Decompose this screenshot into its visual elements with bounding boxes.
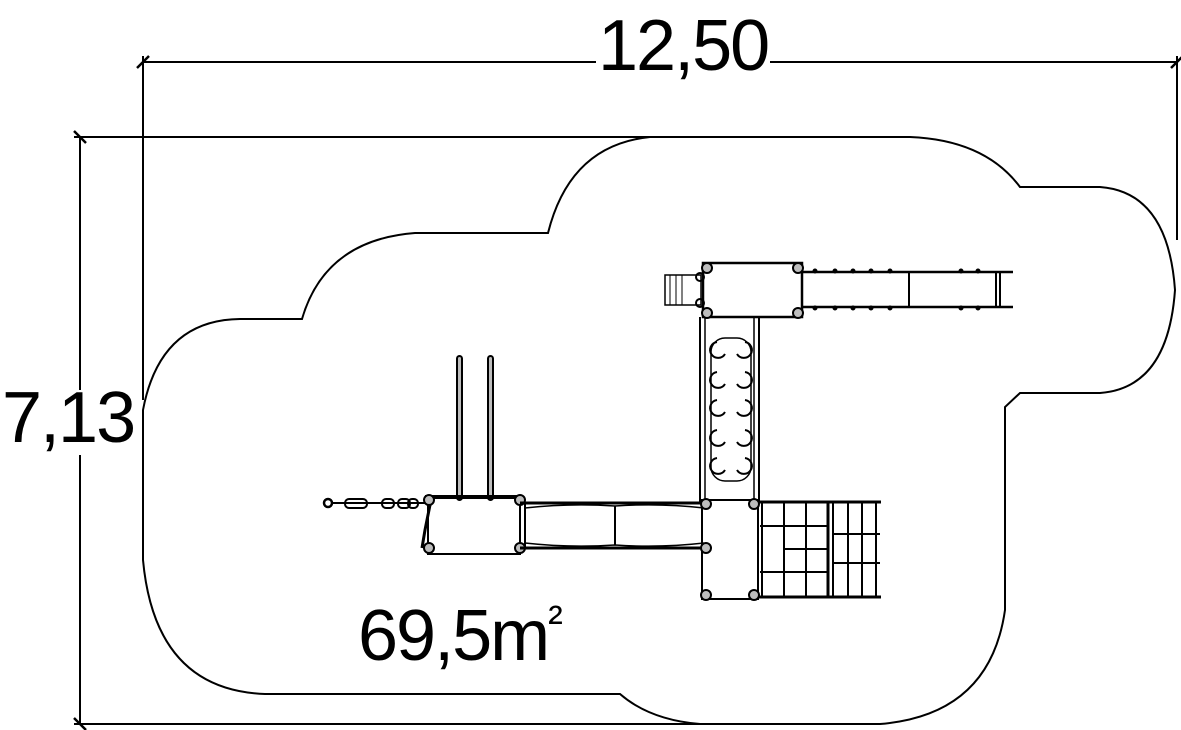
area-unit: m xyxy=(490,596,550,676)
playground-equipment xyxy=(322,261,1013,601)
height-dimension-label: 7,13 xyxy=(2,378,136,458)
swing-posts xyxy=(456,355,494,501)
bridge xyxy=(520,501,705,550)
area-value: 69,5 xyxy=(358,596,492,676)
upper-platform xyxy=(701,261,804,319)
dimension-lines xyxy=(73,55,1181,730)
area-unit-superscript: ² xyxy=(548,597,563,646)
width-dimension-label: 12,50 xyxy=(596,6,770,86)
safety-area-outline xyxy=(142,136,1177,725)
chain-bridge xyxy=(322,497,425,509)
left-platform xyxy=(427,497,521,555)
area-label: 69,5m² xyxy=(358,597,563,673)
access-ladder xyxy=(664,274,702,306)
climbing-ladder-vertical xyxy=(699,317,760,502)
climbing-net xyxy=(758,500,881,599)
slide xyxy=(802,268,1013,311)
